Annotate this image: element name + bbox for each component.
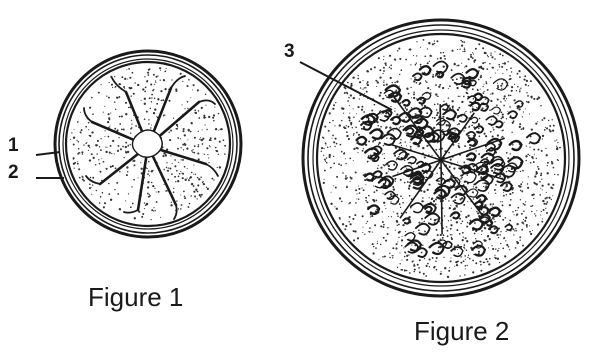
fig1-central-lumen [132,130,162,157]
label-1: 1 [8,136,19,155]
label-2: 2 [8,163,19,182]
figure-1-caption: Figure 1 [88,284,183,310]
figure-2-caption: Figure 2 [414,318,509,344]
figure-1-cross-section [55,51,241,237]
figure-2-cross-section [303,20,579,296]
label-3: 3 [284,42,295,61]
